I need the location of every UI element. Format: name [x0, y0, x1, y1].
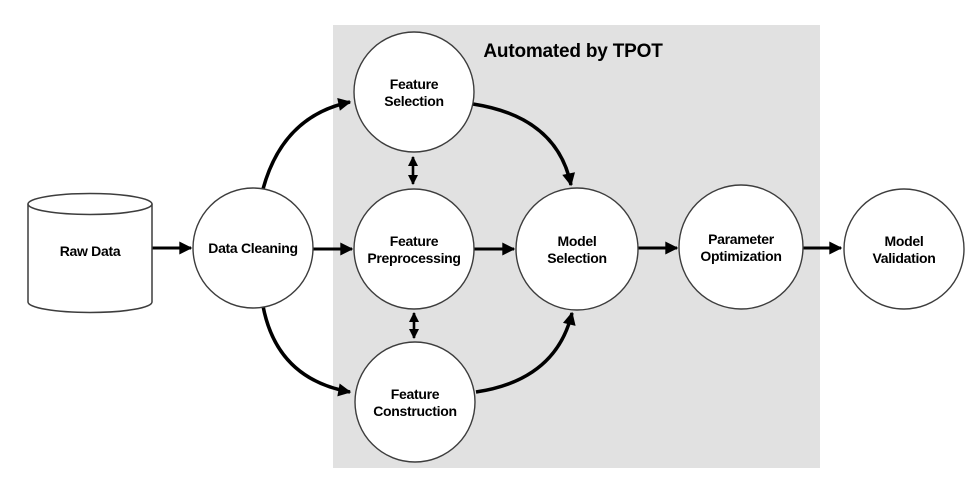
node-label: Data Cleaning: [208, 240, 297, 256]
node-model-selection: Model Selection: [515, 187, 639, 311]
node-label-line2: Selection: [547, 250, 607, 266]
node-label-line2: Preprocessing: [367, 250, 460, 266]
node-label-line1: Model: [885, 233, 924, 249]
node-label-line2: Validation: [872, 250, 935, 266]
node-feature-preprocessing: Feature Preprocessing: [353, 188, 475, 310]
edge-feature-selection-to-model-selection: [472, 102, 575, 187]
node-parameter-optimization: Parameter Optimization: [678, 184, 804, 310]
node-feature-selection: Feature Selection: [353, 31, 475, 153]
node-data-cleaning: Data Cleaning: [192, 187, 314, 309]
node-label-line1: Parameter: [708, 231, 775, 247]
node-raw-data: Raw Data: [27, 192, 153, 314]
node-label-line1: Model: [558, 233, 597, 249]
node-label-line1: Feature: [390, 76, 439, 92]
node-label: Raw Data: [60, 243, 121, 259]
node-label-line2: Selection: [384, 93, 444, 109]
cylinder-rim: [27, 203, 153, 216]
node-model-validation: Model Validation: [843, 188, 965, 310]
node-label-line1: Feature: [390, 233, 439, 249]
cylinder-shape: [27, 192, 153, 314]
edge-feature-construction-to-model-selection: [475, 311, 576, 394]
edge-data-cleaning-to-feature-selection: [261, 98, 352, 190]
diagram-title: Automated by TPOT: [483, 41, 663, 62]
node-label-line2: Optimization: [700, 248, 781, 264]
node-label-line1: Feature: [391, 386, 440, 402]
edge-data-cleaning-to-feature-construction: [261, 305, 352, 397]
node-feature-construction: Feature Construction: [354, 341, 476, 463]
node-label-line2: Construction: [373, 403, 457, 419]
